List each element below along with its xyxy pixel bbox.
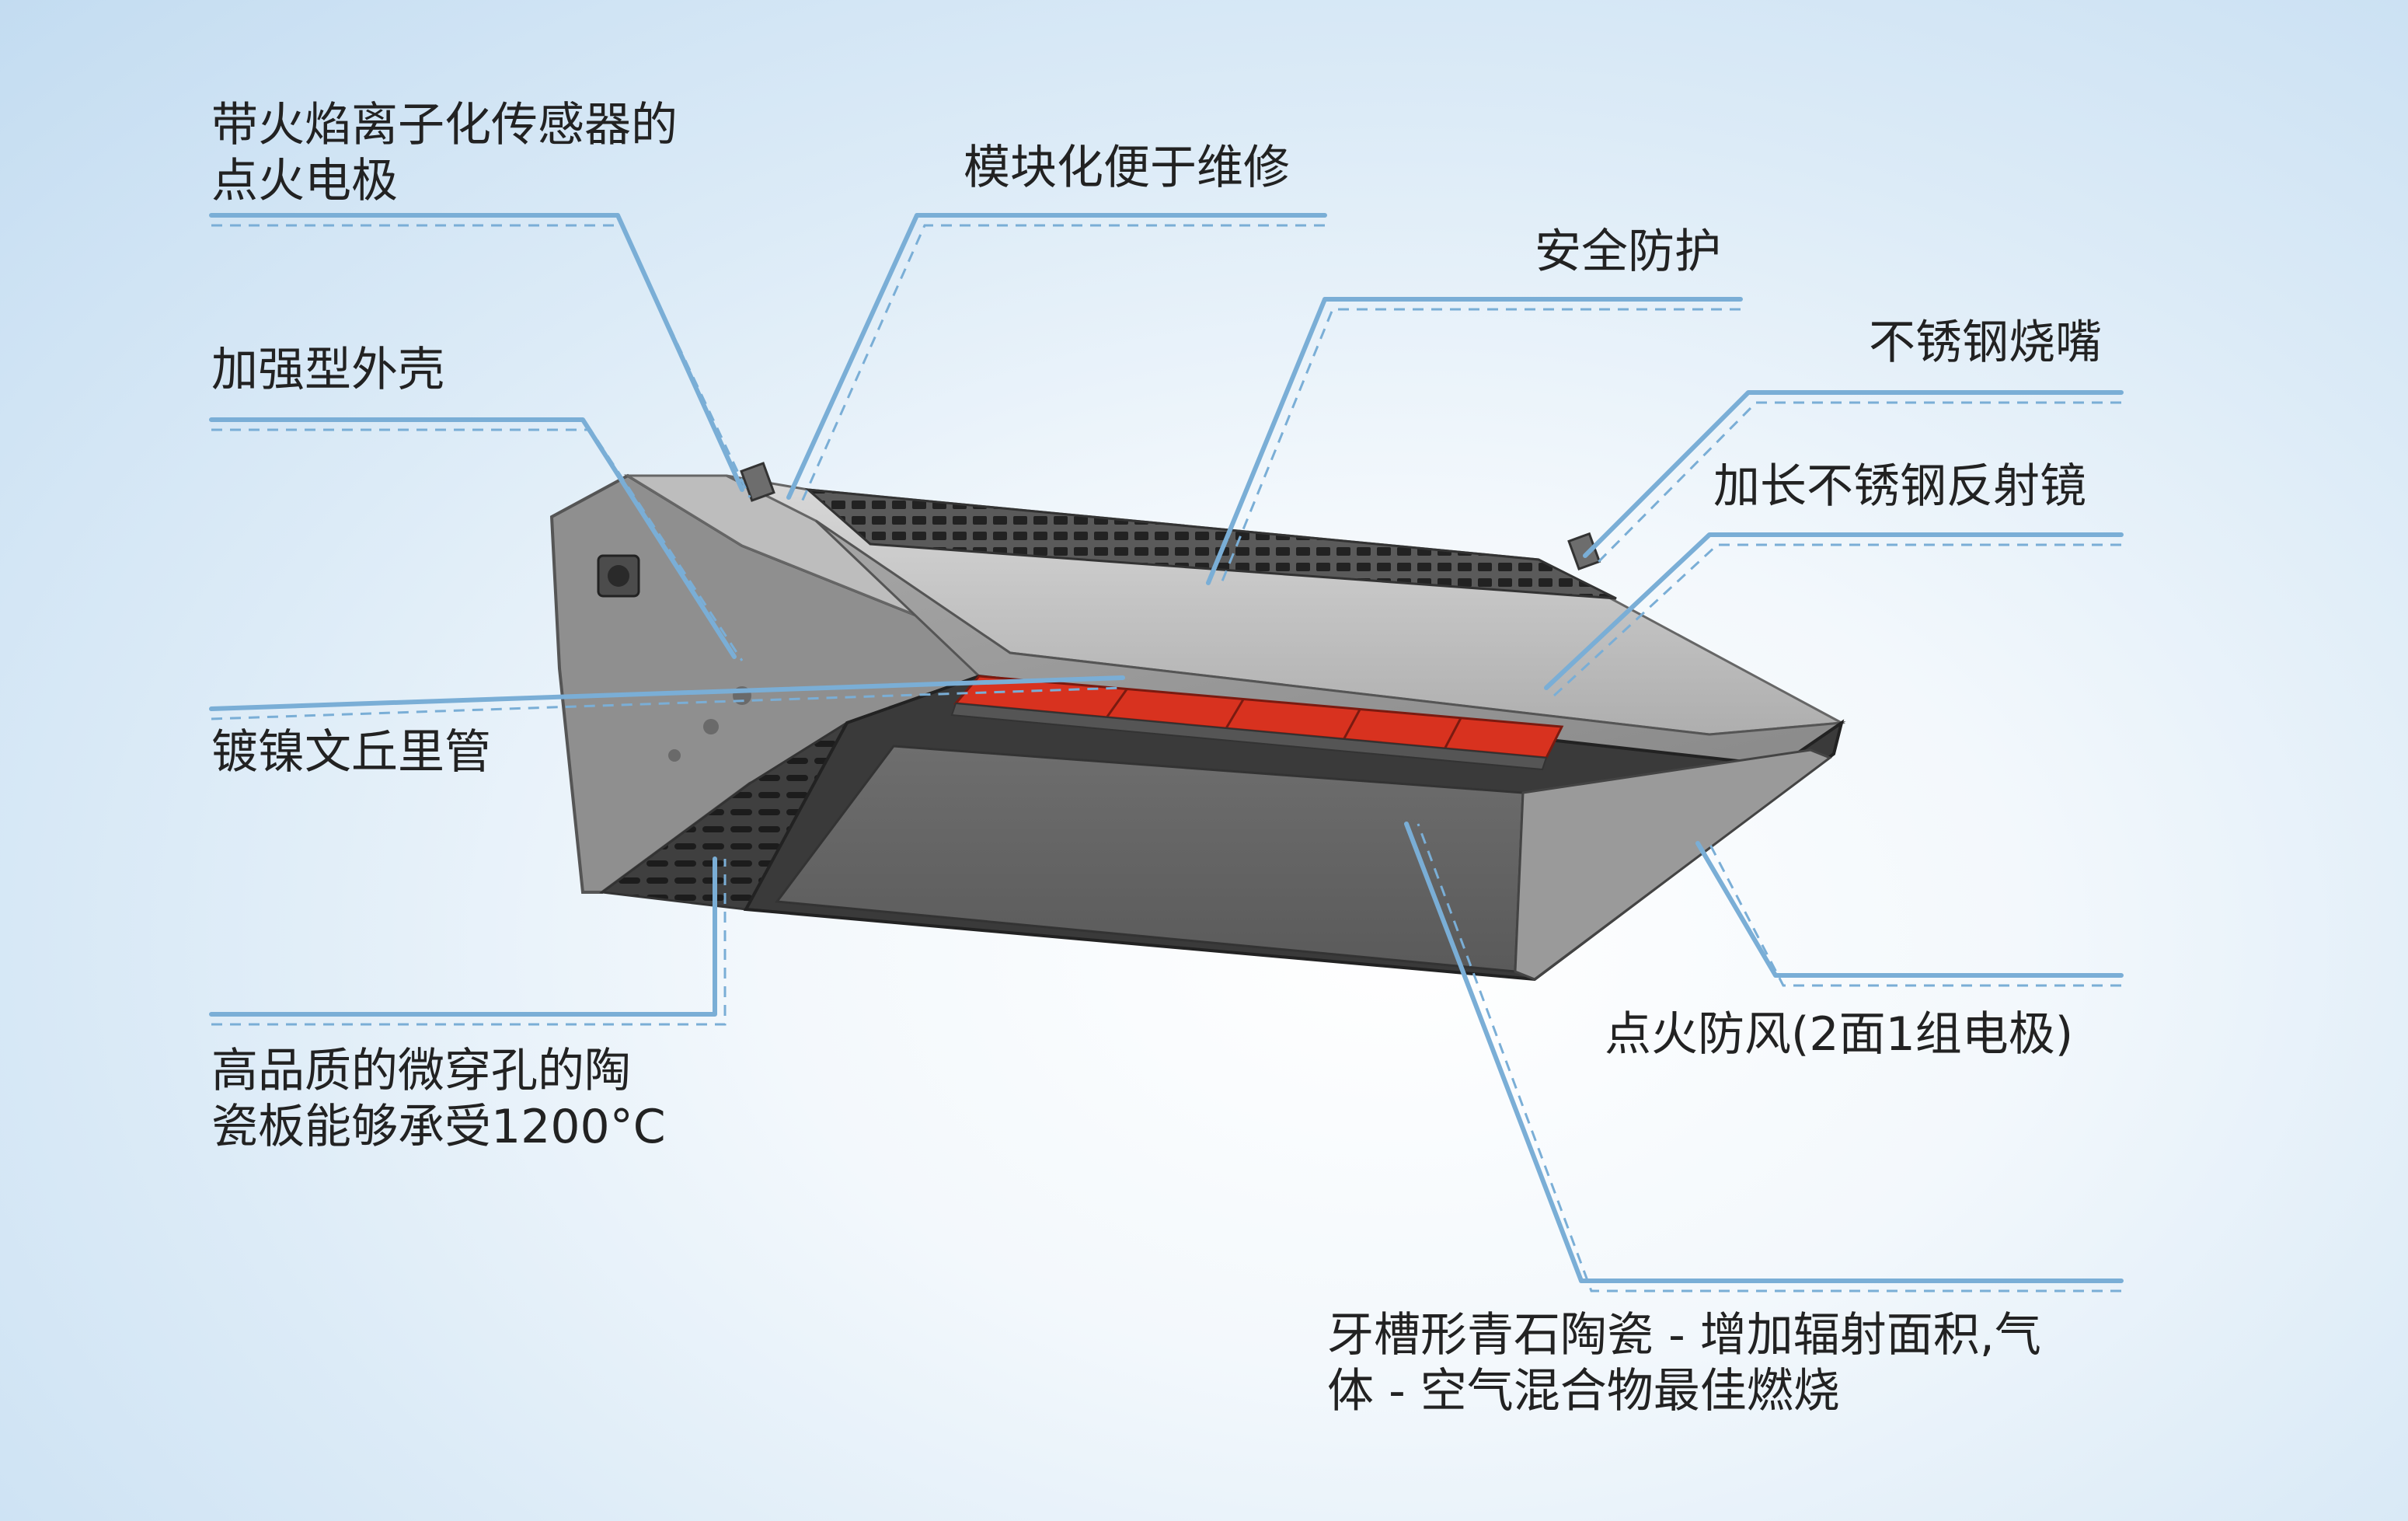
ceramic-divider [1106, 689, 1128, 717]
label-ceramic-plate: 高品质的微穿孔的陶 瓷板能够承受1200°C [211, 1044, 666, 1154]
label-windproof-ignition: 点火防风(2面1组电极) [1605, 1007, 2074, 1062]
side-bolt [668, 749, 681, 762]
label-stainless-nozzle: 不锈钢烧嘴 [1869, 316, 2102, 370]
label-grooved-ceramic: 牙槽形青石陶瓷 - 增加辐射面积,气 体 - 空气混合物最佳燃烧 [1327, 1308, 2041, 1418]
label-ignition-electrode: 带火焰离子化传感器的 点火电极 [211, 98, 678, 208]
top-bracket-left [740, 462, 775, 502]
label-long-reflector: 加长不锈钢反射镜 [1713, 459, 2086, 514]
side-knob-icon [608, 565, 629, 587]
ceramic-divider [1343, 709, 1361, 739]
side-bolt [703, 719, 719, 734]
label-modular: 模块化便于维修 [964, 141, 1290, 195]
label-reinforced-shell: 加强型外壳 [211, 343, 444, 397]
label-safety: 安全防护 [1535, 225, 1721, 279]
ceramic-divider [1444, 717, 1462, 748]
burner-rail [950, 702, 1548, 771]
ceramic-divider [1225, 699, 1245, 729]
safety-grille [804, 488, 1617, 600]
label-venturi-tube: 镀镍文丘里管 [211, 725, 491, 780]
right-reflector-wing [1514, 748, 1833, 981]
